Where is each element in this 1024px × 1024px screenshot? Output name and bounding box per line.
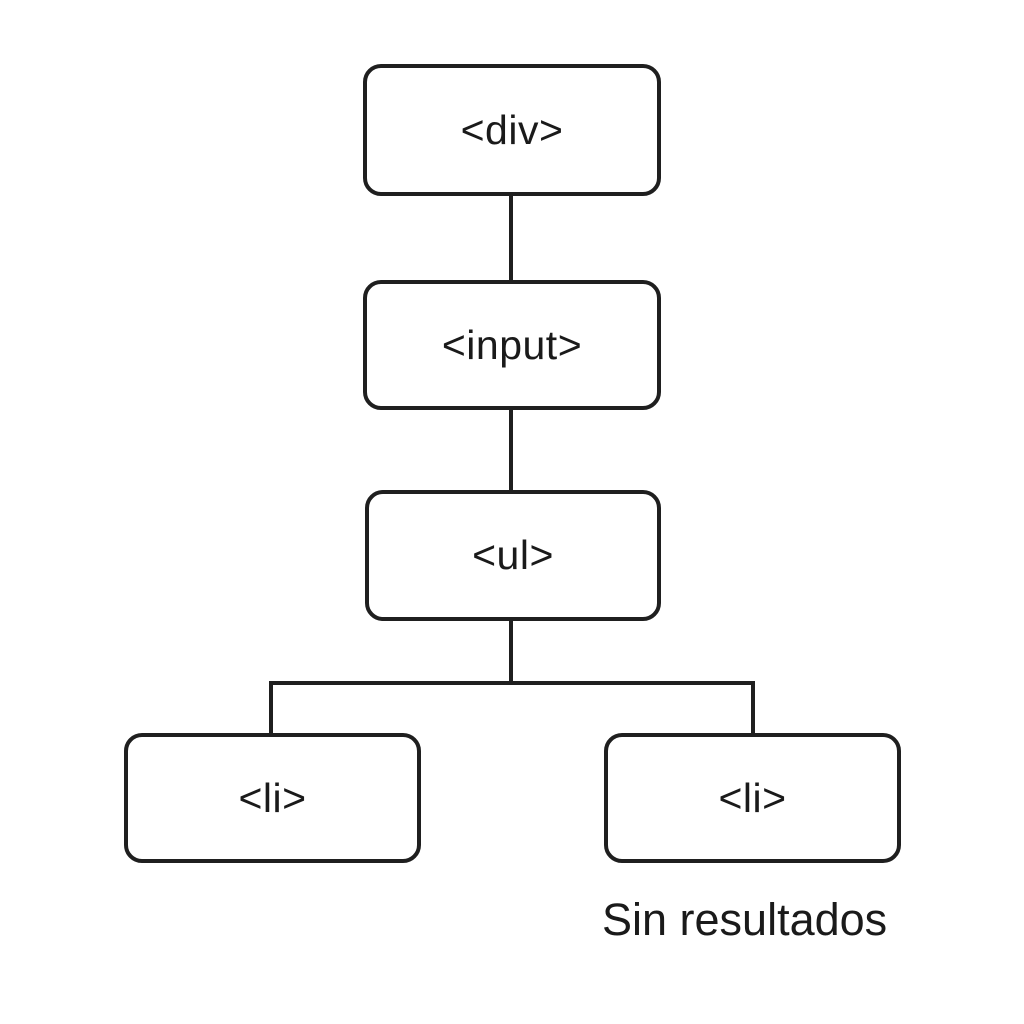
node-li-right-label: <li> xyxy=(718,774,787,821)
node-ul[interactable]: <ul> xyxy=(365,490,661,621)
node-li-left[interactable]: <li> xyxy=(124,733,421,863)
caption-sin-resultados: Sin resultados xyxy=(602,894,888,945)
node-input-label: <input> xyxy=(441,321,583,368)
node-div-label: <div> xyxy=(460,106,564,153)
node-li-right[interactable]: <li> xyxy=(604,733,901,863)
node-input[interactable]: <input> xyxy=(363,280,661,410)
node-li-left-label: <li> xyxy=(238,774,307,821)
node-ul-label: <ul> xyxy=(472,532,554,578)
node-div[interactable]: <div> xyxy=(363,64,661,196)
